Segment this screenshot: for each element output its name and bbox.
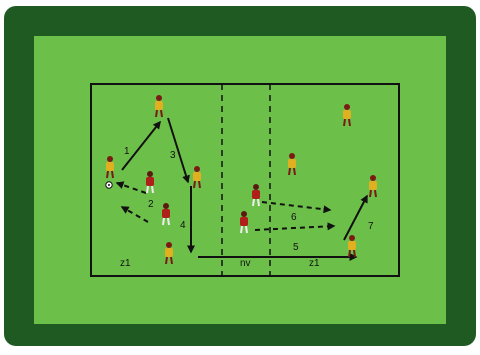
zone-label-right: z1	[309, 258, 320, 269]
arrow-label-5: 5	[293, 242, 299, 253]
zone-label-left: z1	[120, 258, 131, 269]
pitch-surface	[34, 36, 446, 324]
arrow-label-2: 2	[148, 199, 154, 210]
zone-label-neutral: nv	[240, 258, 251, 269]
ball-icon	[106, 182, 112, 188]
arrow-label-1: 1	[124, 146, 130, 157]
arrow-label-3: 3	[170, 150, 176, 161]
arrow-label-7: 7	[368, 221, 374, 232]
arrow-label-4: 4	[180, 220, 186, 231]
arrow-label-6: 6	[291, 212, 297, 223]
